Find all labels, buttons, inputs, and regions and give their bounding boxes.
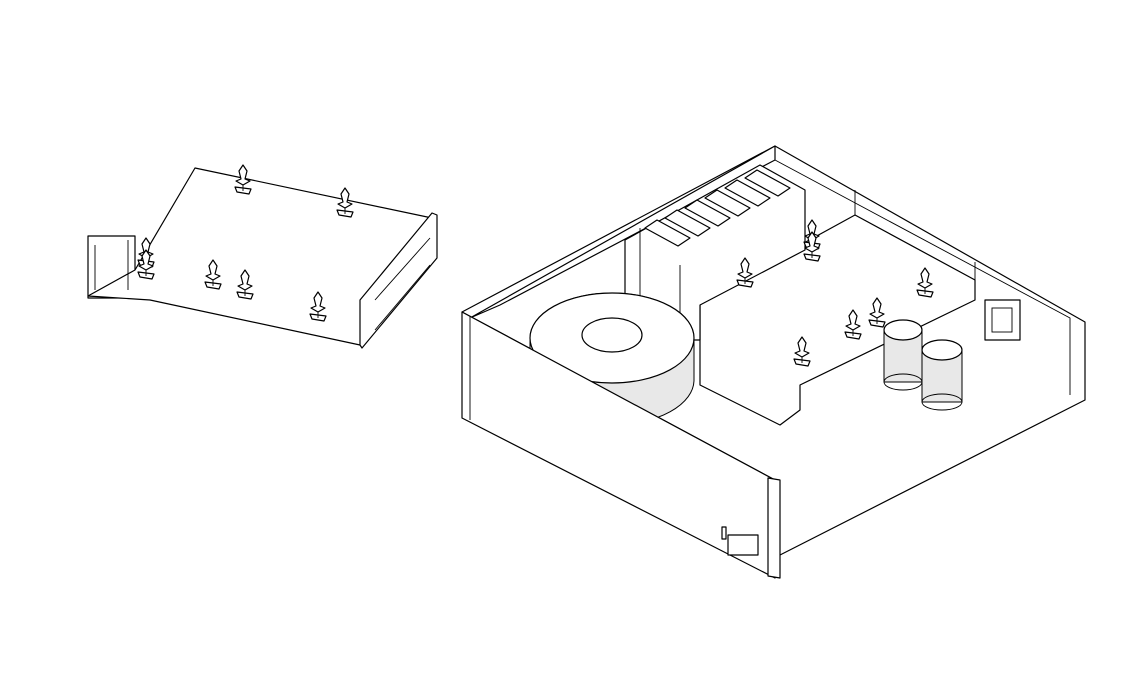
front-panel-edge [767,477,781,579]
capacitor-1 [883,319,923,391]
heatsink-fin [684,199,731,227]
standoff-icon [309,291,327,322]
standoff-icon [916,267,934,298]
chassis-standoffs [736,219,934,367]
capacitor-2 [921,339,963,411]
standoff-icon [736,257,754,288]
standoff-icon [137,249,155,280]
heatsink-fins [644,169,791,247]
heatsink-fin [704,189,751,217]
heatsink-fin [644,219,691,247]
toroid-hole [581,317,643,353]
cover-standoffs [137,164,354,322]
indicator-led [721,526,727,540]
standoff-icon [204,259,222,290]
heatsink-fin [664,209,711,237]
chassis-back-wall [469,145,776,319]
standoff-icon [336,187,354,218]
heatsink-fin [744,169,791,197]
power-switch [727,534,759,556]
standoff-icon [868,297,886,328]
top-cover-plate [87,167,438,349]
standoff-icon [844,309,862,340]
standoff-icon [236,269,254,300]
standoff-icon [234,164,252,195]
standoff-icon [793,336,811,367]
chassis [461,145,1086,579]
cover-right-flange [359,212,438,349]
standoff-icon [803,231,821,262]
heatsink-fin [724,179,771,207]
front-panel [461,311,776,579]
power-connector [984,299,1021,341]
